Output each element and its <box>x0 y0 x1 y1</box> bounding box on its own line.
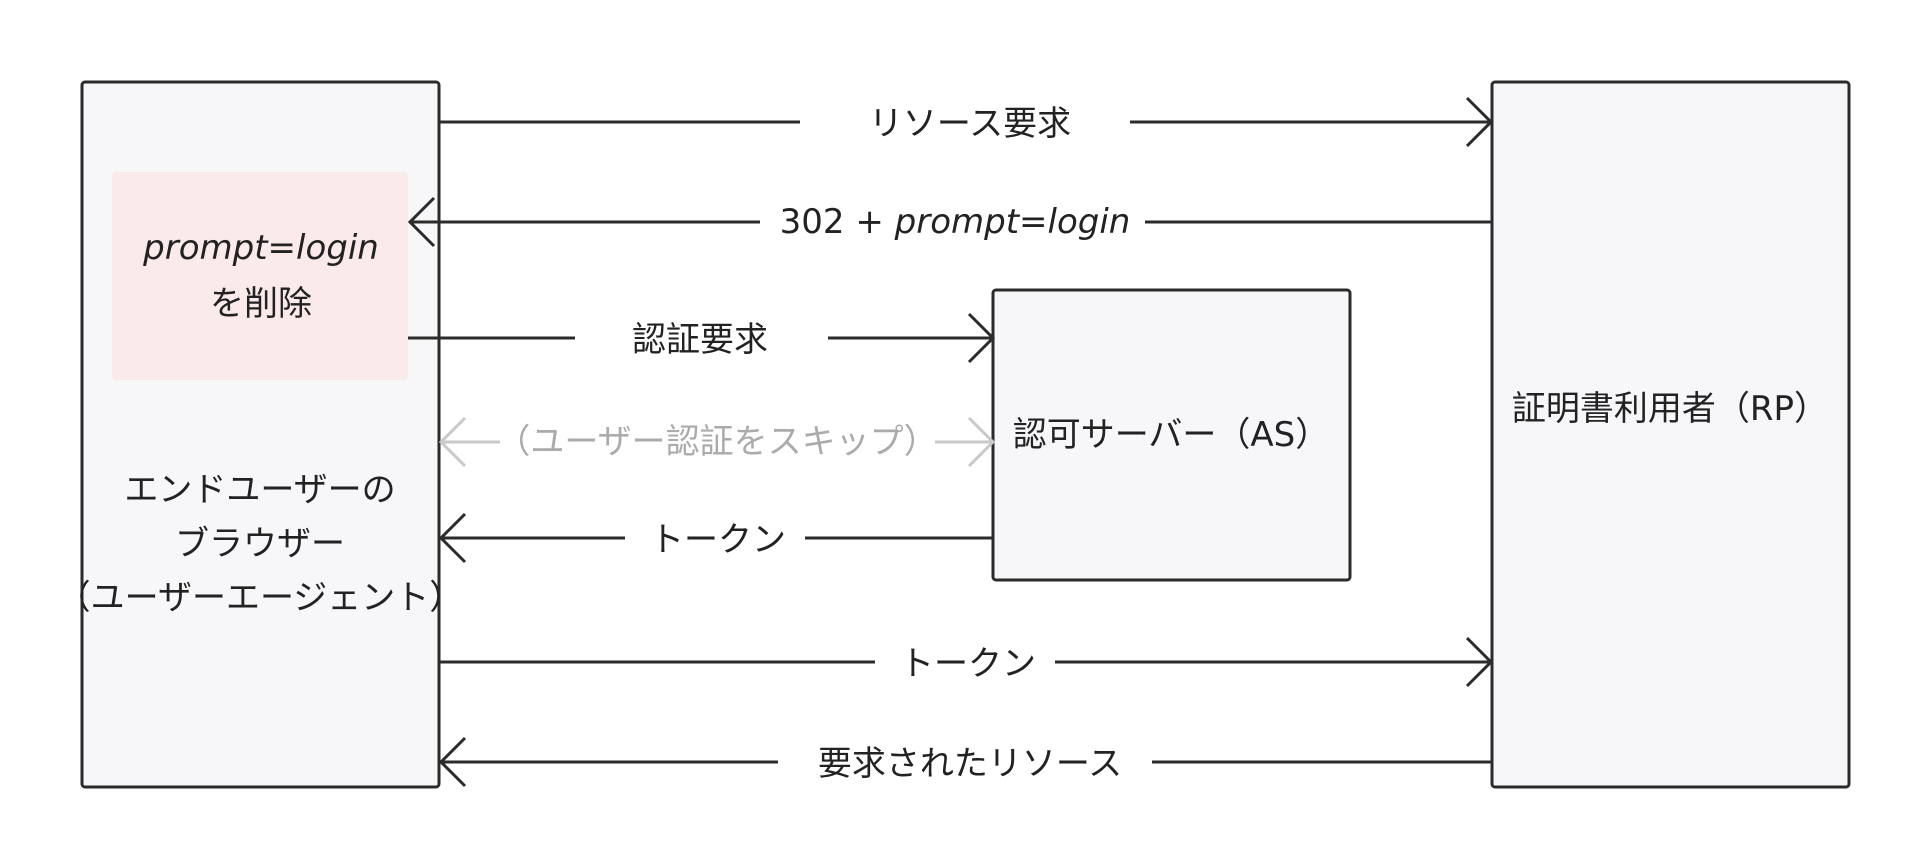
arrow-resource-request: リソース要求 <box>439 96 1494 148</box>
arrow-token-from-as: トークン <box>438 512 993 564</box>
arrow-label-auth-request: 認証要求 <box>632 320 768 360</box>
authorization-server-label: 認可サーバー（AS） <box>1013 415 1330 455</box>
arrow-redirect: 302 + prompt=login <box>407 196 1492 248</box>
browser-label-line-1: エンドユーザーの <box>124 470 395 510</box>
arrow-label-redirect-param: prompt=login <box>894 202 1131 242</box>
browser-label-line-3: （ユーザーエージェント） <box>57 578 464 618</box>
browser-label-line-2: ブラウザー <box>175 524 345 564</box>
arrow-label-resource-request: リソース要求 <box>869 104 1071 144</box>
relying-party-box <box>1490 80 1851 789</box>
authorization-server-box <box>991 288 1352 582</box>
relying-party-label: 証明書利用者（RP） <box>1512 389 1828 429</box>
arrow-label-redirect: 302 + prompt=login <box>780 202 1131 242</box>
arrow-auth-request: 認証要求 <box>408 312 996 364</box>
arrow-label-requested-resource: 要求されたリソース <box>818 744 1122 784</box>
arrow-label-token-to-rp: トークン <box>900 644 1036 684</box>
note-line-2: を削除 <box>210 284 312 324</box>
note-line-1: prompt=login <box>142 228 379 268</box>
arrow-label-skip-auth: （ユーザー認証をスキップ） <box>496 422 937 462</box>
arrow-requested-resource: 要求されたリソース <box>438 736 1492 788</box>
arrow-skip-auth: （ユーザー認証をスキップ） <box>438 416 996 468</box>
arrow-label-token-from-as: トークン <box>650 520 786 560</box>
note-box <box>112 172 408 380</box>
arrow-label-redirect-prefix: 302 + <box>780 202 895 242</box>
arrow-token-to-rp: トークン <box>439 636 1494 688</box>
